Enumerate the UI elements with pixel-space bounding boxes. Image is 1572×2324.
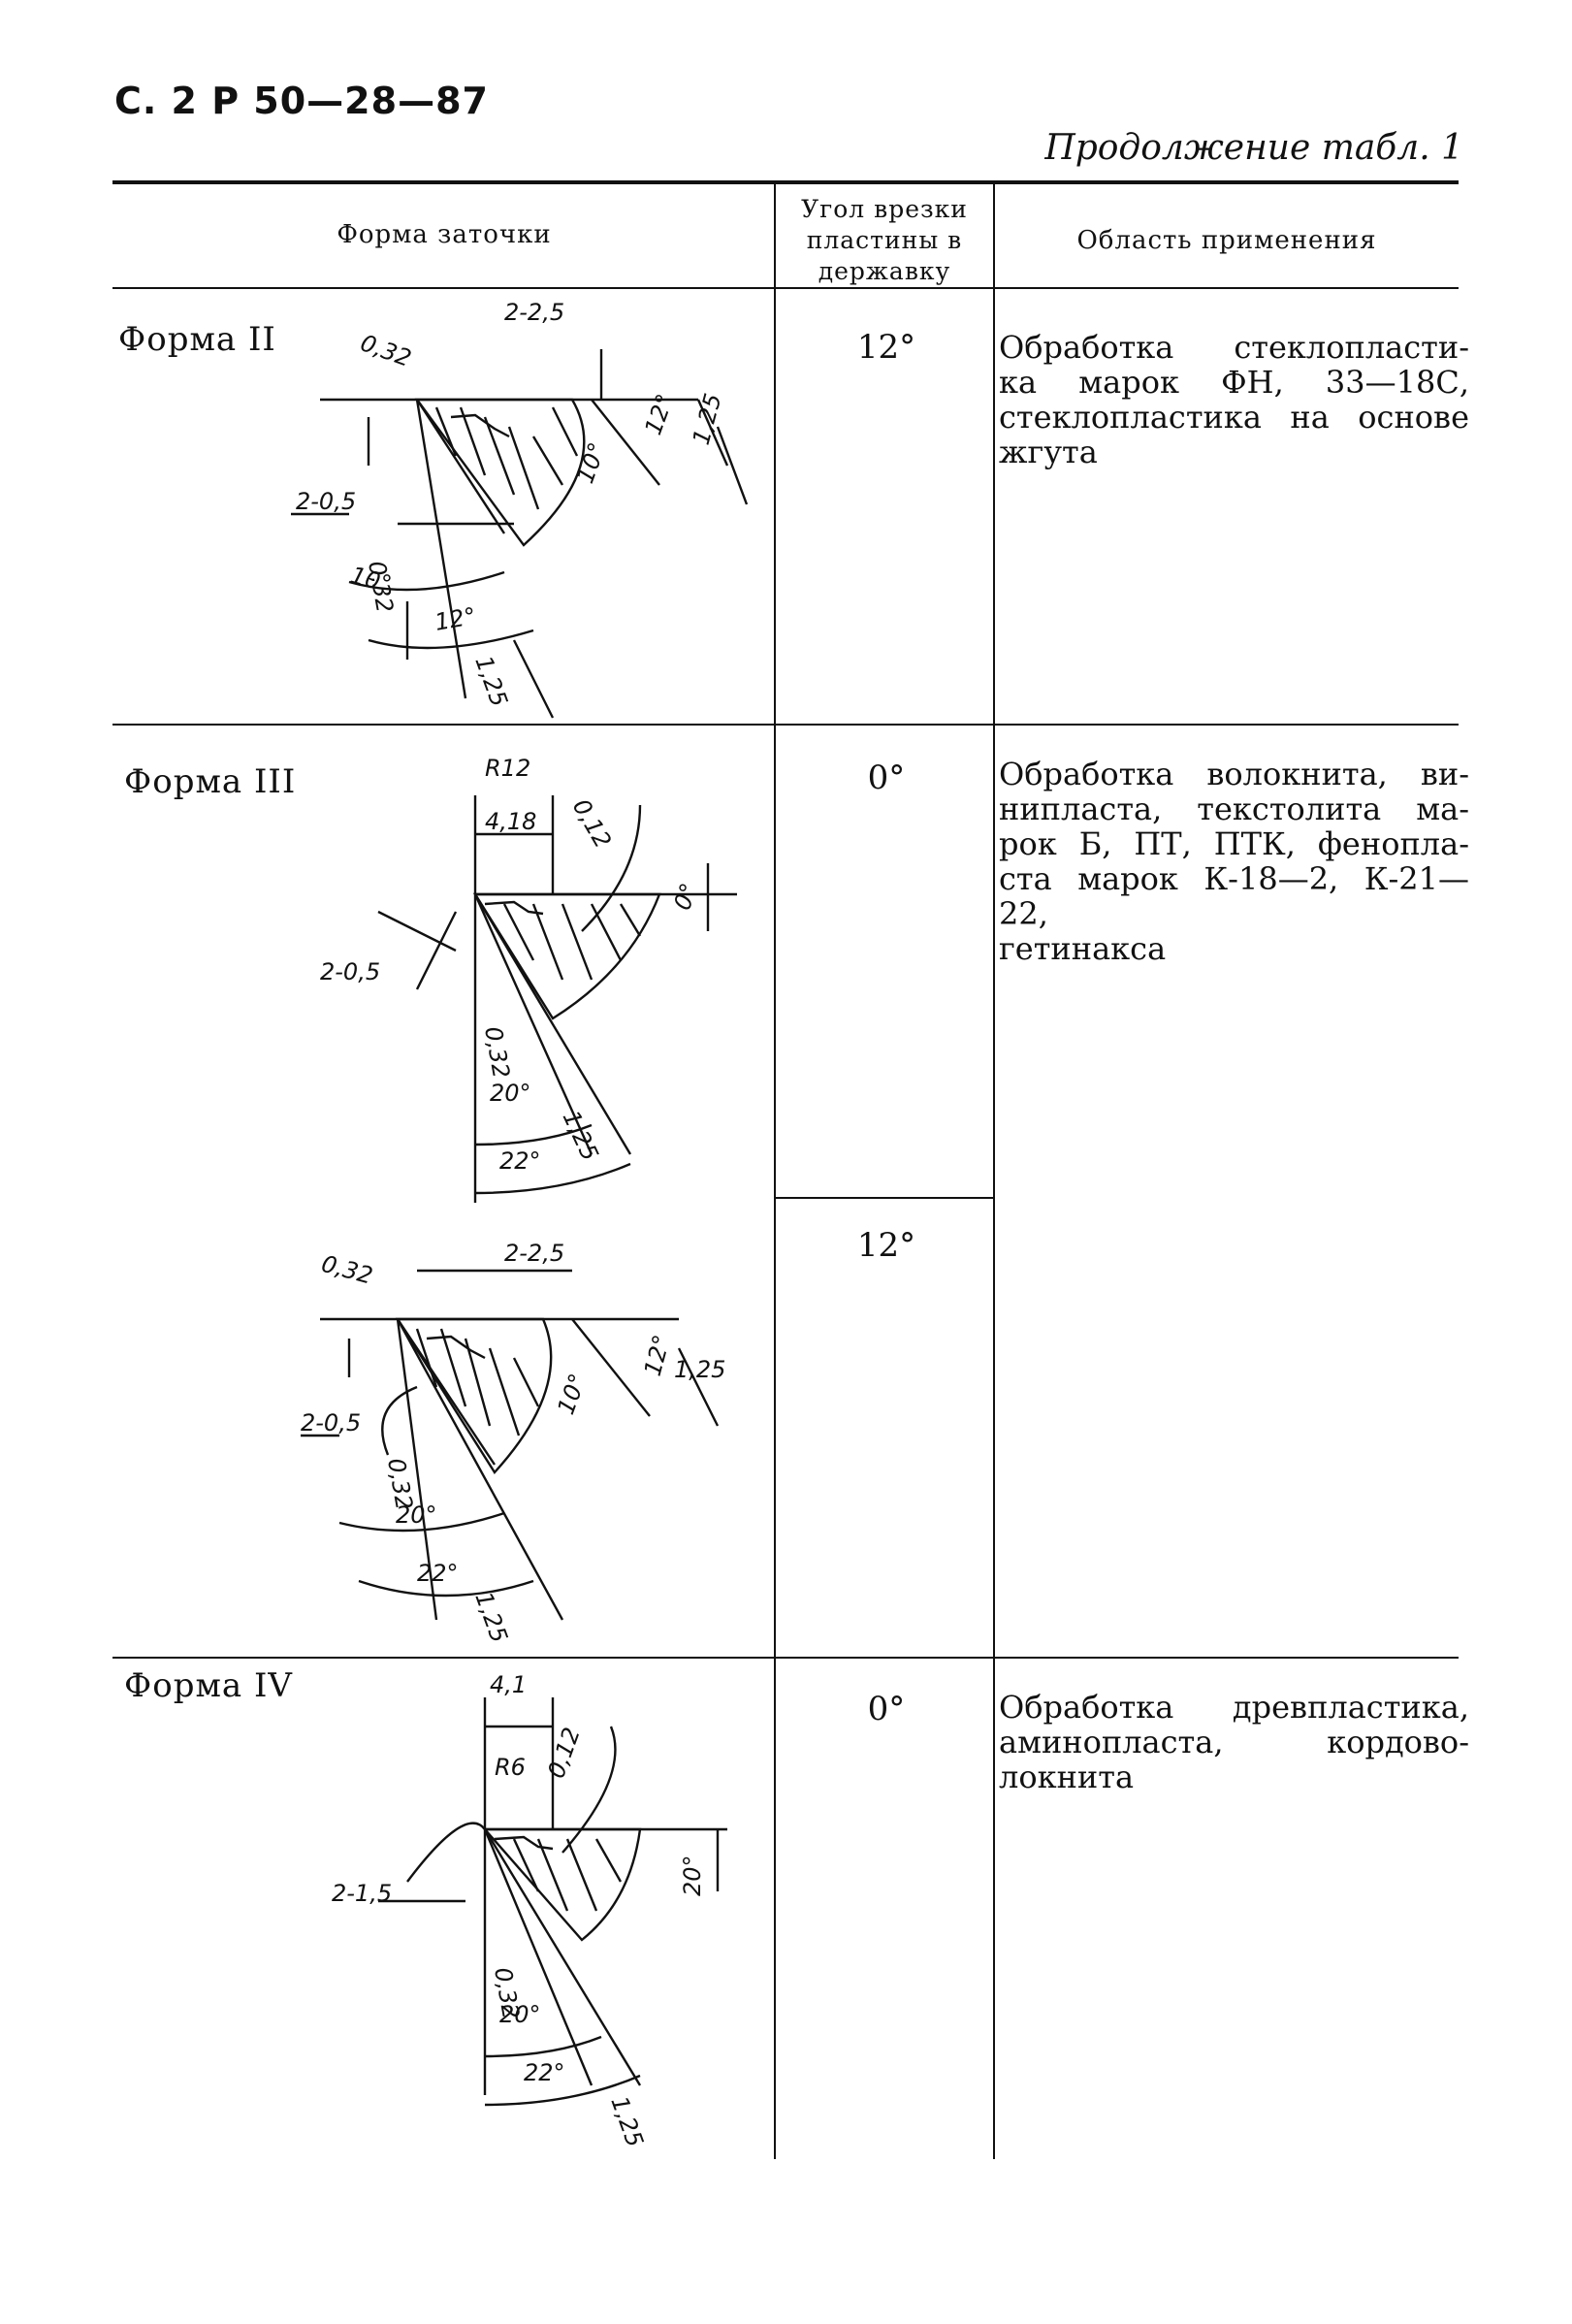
page-header: С. 2 Р 50—28—87 (114, 80, 489, 122)
dim-label: 12° (433, 602, 478, 636)
header-angle-line-3: державку (818, 257, 951, 285)
dim-label: 22° (417, 1560, 459, 1587)
dim-label: 1,25 (558, 1107, 604, 1165)
dim-label: R12 (485, 755, 530, 782)
dim-label: 4,1 (490, 1671, 527, 1698)
row-divider-2 (112, 1657, 1459, 1659)
row-divider-1 (112, 724, 1459, 726)
dim-label: 20° (499, 2001, 541, 2028)
dim-label: 0,32 (479, 1024, 515, 1080)
angle-value: 0° (867, 1690, 906, 1728)
row-divider-angle (776, 1197, 995, 1199)
table-header-rule (112, 287, 1459, 289)
form-label-ii: Форма II (118, 320, 276, 359)
dim-label: 20° (679, 1855, 706, 1896)
header-form: Форма заточки (337, 220, 552, 249)
dim-label: R6 (495, 1754, 526, 1781)
dim-label: 0,32 (357, 329, 415, 372)
dim-label: 10° (552, 1370, 592, 1418)
application-area: Обработка волокнита, ви- нипласта, текст… (999, 756, 1469, 967)
tool-drawing-form-iv: 4,1 R6 0,12 20° 2-1,5 0,32 20° 22° 1,25 (332, 1671, 727, 2150)
dim-label: 2-0,5 (320, 958, 380, 985)
table-continuation-label: Продолжение табл. 1 (1044, 128, 1463, 168)
dim-label: 10° (571, 438, 611, 487)
angle-value: 12° (856, 1226, 916, 1265)
dim-label: 20° (490, 1080, 531, 1107)
tool-drawing-form-iii-12: 0,32 2-2,5 12° 1,25 10° 2-0,5 0,32 20° 2… (301, 1240, 725, 1646)
dim-label: 22° (524, 2059, 565, 2086)
header-area: Область применения (1076, 226, 1377, 255)
dim-label: 0,12 (567, 794, 617, 853)
header-angle-line-2: пластины в (806, 226, 963, 254)
header-angle-line-1: Угол врезки (801, 195, 968, 223)
dim-label: 0,12 (542, 1724, 586, 1782)
form-label-iii: Форма III (124, 762, 297, 801)
dim-label: 0,32 (318, 1250, 375, 1290)
dim-label: 12° (639, 1332, 676, 1378)
tool-drawing-form-iii-0: R12 0,12 4,18 0° 2-0,5 0,32 20° 1,25 22° (320, 755, 737, 1203)
dim-label: 1,25 (469, 1588, 513, 1646)
dim-label: 22° (499, 1147, 541, 1175)
dim-label: 4,18 (485, 808, 536, 835)
dim-label: 12° (639, 390, 679, 438)
dim-label: 0° (668, 880, 703, 914)
column-divider-2 (993, 182, 995, 2159)
tool-drawing-form-ii: 0,32 2-2,5 12° 1,25 10° 2-0,5 0,32 10° 1… (291, 299, 749, 719)
dim-label: 1,25 (674, 1356, 725, 1383)
dim-label: 2-2,5 (504, 1240, 564, 1267)
dim-label: 2-1,5 (332, 1880, 392, 1907)
dim-label: 1,25 (469, 652, 513, 710)
header-angle: Угол врезки пластины в державку (776, 194, 993, 287)
form-label-iv: Форма IV (124, 1666, 293, 1705)
dim-label: 2-0,5 (296, 488, 356, 515)
dim-label: 2-2,5 (504, 299, 564, 326)
table-top-rule (112, 180, 1459, 184)
dim-label: 1,25 (605, 2092, 649, 2150)
dim-label: 2-0,5 (301, 1409, 361, 1436)
dim-label: 20° (396, 1501, 437, 1529)
angle-value: 0° (867, 759, 906, 797)
column-divider-1 (774, 182, 776, 2159)
application-area: Обработка древпластика, аминопласта, кор… (999, 1689, 1469, 1795)
application-area: Обработка стеклопласти- ка марок ФН, 33—… (999, 329, 1469, 470)
angle-value: 12° (856, 328, 916, 367)
